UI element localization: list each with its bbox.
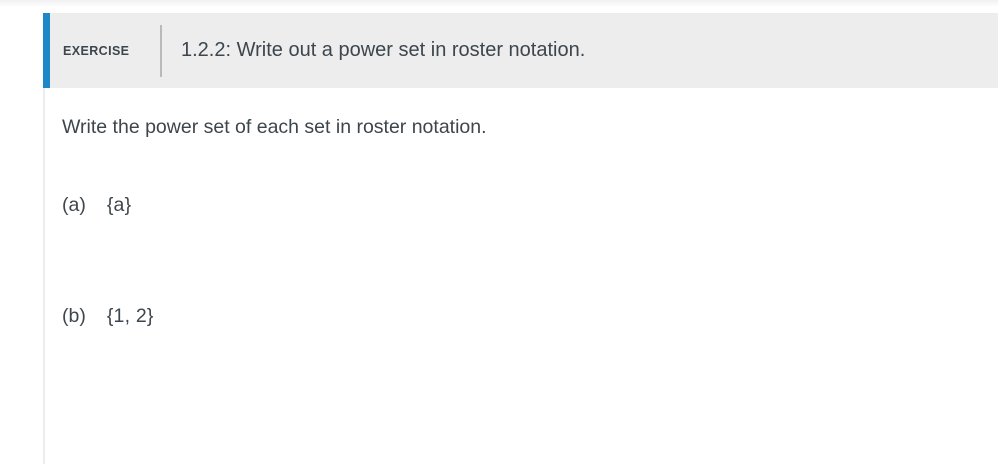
exercise-part-a: (a) {a}	[62, 192, 978, 219]
exercise-part-b: (b) {1, 2}	[62, 303, 978, 330]
top-edge-shadow	[0, 0, 998, 9]
part-a-expression: {a}	[106, 194, 132, 216]
exercise-title: 1.2.2: Write out a power set in roster n…	[181, 39, 586, 61]
exercise-prompt: Write the power set of each set in roste…	[62, 116, 487, 138]
header-divider	[160, 24, 162, 77]
part-a-label: (a)	[62, 194, 86, 216]
exercise-card: EXERCISE 1.2.2: Write out a power set in…	[43, 13, 998, 464]
exercise-kicker-label: EXERCISE	[63, 43, 130, 58]
exercise-body: Write the power set of each set in roste…	[43, 88, 998, 464]
part-b-expression: {1, 2}	[106, 305, 154, 327]
part-b-label: (b)	[62, 305, 86, 327]
exercise-header: EXERCISE 1.2.2: Write out a power set in…	[43, 13, 998, 88]
